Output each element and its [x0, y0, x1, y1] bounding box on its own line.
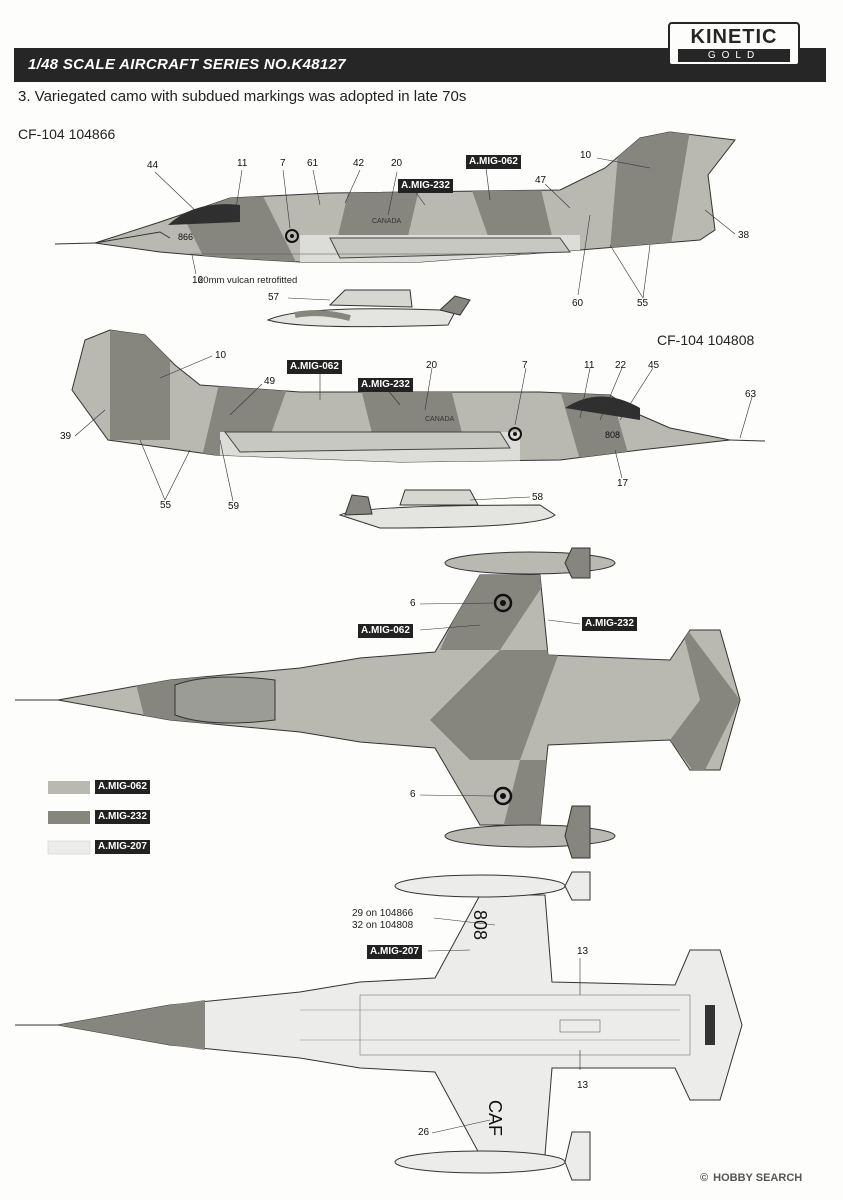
marking-canada-1: CANADA — [372, 218, 402, 225]
swatch-label-mig-062: A.MIG-062 — [95, 780, 150, 794]
bottom-view — [15, 871, 743, 1181]
tag-p2-mig-232: A.MIG-232 — [358, 378, 413, 392]
tag-bottom-mig-207: A.MIG-207 — [367, 945, 422, 959]
callout-bottom-26: 26 — [418, 1127, 430, 1138]
callout-p1-10: 10 — [580, 150, 592, 161]
serial-104866: CF-104 104866 — [18, 126, 116, 142]
callout-p2-11: 11 — [584, 360, 595, 371]
callout-p1-60: 60 — [572, 298, 584, 309]
watermark-copyright-icon: © — [700, 1172, 709, 1184]
scheme-heading: 3. Variegated camo with subdued markings… — [18, 88, 467, 105]
callout-p1-61: 61 — [307, 158, 319, 169]
callout-p1-20: 20 — [391, 158, 403, 169]
kinetic-logo: KINETIC GOLD — [668, 22, 800, 66]
callout-p2-49: 49 — [264, 376, 276, 387]
watermark-text: HOBBY SEARCH — [713, 1172, 803, 1184]
callout-p2-55: 55 — [160, 500, 172, 511]
tag-p1-mig-062: A.MIG-062 — [466, 155, 521, 169]
callout-p1-42: 42 — [353, 158, 365, 169]
callout-p1-55: 55 — [637, 298, 649, 309]
wing-marking-caf: CAF — [485, 1100, 505, 1136]
series-title: 1/48 SCALE AIRCRAFT SERIES NO.K48127 — [28, 56, 346, 73]
swatch-mig-232 — [48, 811, 90, 824]
logo-sub: GOLD — [678, 49, 790, 62]
marking-808: 808 — [605, 430, 621, 440]
note-29: 29 on 104866 — [352, 908, 414, 919]
callout-p2-59: 59 — [228, 501, 240, 512]
callout-p2-45: 45 — [648, 360, 660, 371]
callout-top-6a: 6 — [410, 598, 416, 609]
callout-p2-20: 20 — [426, 360, 438, 371]
marking-866: 866 — [178, 232, 194, 242]
note-vulcan: 20mm vulcan retrofitted — [198, 275, 298, 286]
callout-p1-47: 47 — [535, 175, 547, 186]
tag-p2-mig-062: A.MIG-062 — [287, 360, 342, 374]
callout-p2-17: 17 — [617, 478, 629, 489]
tag-p1-mig-232: A.MIG-232 — [398, 179, 453, 193]
drop-tank-58 — [338, 489, 556, 529]
callout-p1-38: 38 — [738, 230, 750, 241]
callout-p1-16: 16 — [192, 275, 204, 286]
profile-104808 — [71, 329, 766, 463]
swatch-label-mig-232: A.MIG-232 — [95, 810, 150, 824]
wing-marking-808: 808 — [470, 910, 490, 941]
callout-p2-7: 7 — [522, 360, 528, 371]
drop-tank-57 — [266, 289, 471, 328]
callout-bottom-13b: 13 — [577, 1080, 589, 1091]
swatch-mig-207 — [47, 840, 91, 855]
callout-p1-11: 11 — [237, 158, 248, 169]
watermark: © HOBBY SEARCH — [700, 1172, 802, 1184]
callout-p2-39: 39 — [60, 431, 72, 442]
callout-p1-44: 44 — [147, 160, 159, 171]
callout-p2-63: 63 — [745, 389, 757, 400]
tag-top-mig-232: A.MIG-232 — [582, 617, 637, 631]
callout-bottom-13a: 13 — [577, 946, 589, 957]
callout-p2-10: 10 — [215, 350, 227, 361]
profile-104866 — [54, 131, 736, 263]
callout-p1-57: 57 — [268, 292, 280, 303]
callout-top-6b: 6 — [410, 789, 416, 800]
note-32: 32 on 104808 — [352, 920, 414, 931]
callout-p2-22: 22 — [615, 360, 627, 371]
callout-p2-58: 58 — [532, 492, 544, 503]
marking-canada-2: CANADA — [425, 416, 455, 423]
tag-top-mig-062: A.MIG-062 — [358, 624, 413, 638]
callout-p1-7: 7 — [280, 158, 286, 169]
logo-brand: KINETIC — [690, 26, 778, 48]
swatch-mig-062 — [48, 781, 90, 794]
serial-104808: CF-104 104808 — [657, 332, 755, 348]
swatch-label-mig-207: A.MIG-207 — [95, 840, 150, 854]
